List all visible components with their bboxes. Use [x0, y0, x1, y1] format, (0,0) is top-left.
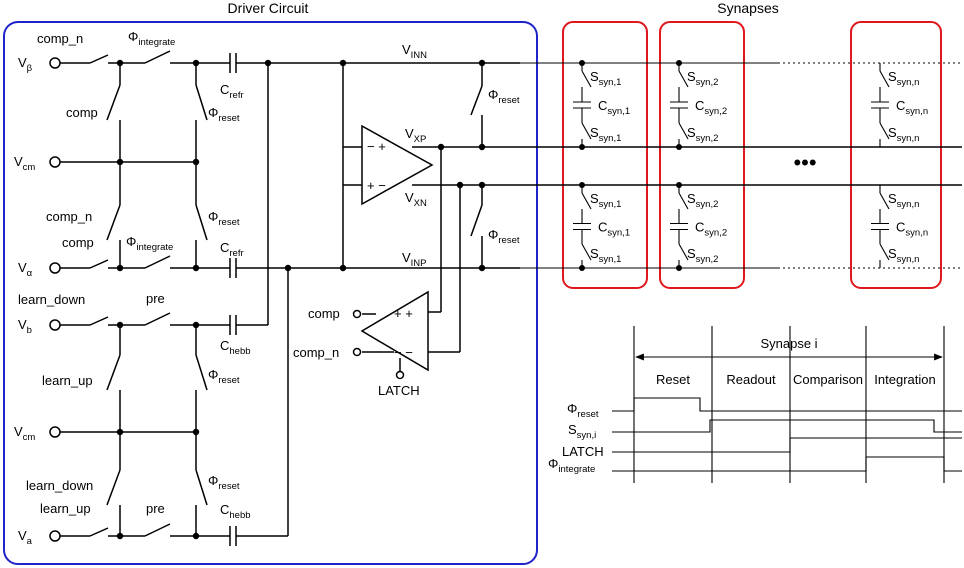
signal-latch-label: LATCH	[562, 444, 604, 459]
chebb-label-2: Chebb	[220, 502, 251, 521]
synapse-switch-label-upper-bottom: Ssyn,1	[590, 125, 621, 144]
integrator-amplifier	[339, 59, 962, 272]
pre-switch-label-1: pre	[146, 291, 165, 306]
phase-comparison: Comparison	[793, 372, 863, 387]
signal-s-syn-label: Ssyn,i	[568, 422, 596, 441]
vinn-label: VINN	[402, 42, 427, 61]
synapse-switch-label-lower-bottom: Ssyn,2	[687, 246, 718, 265]
learn-up-switch-label-1: learn_up	[42, 373, 93, 388]
latch-comparator	[352, 147, 461, 380]
crefr-label-2: Crefr	[220, 240, 244, 259]
vxn-label: VXN	[405, 190, 427, 209]
comp-switch-label-lower: comp	[62, 235, 94, 250]
vcm-label-1: Vcm	[14, 154, 35, 173]
synapse-cap-label-lower: Csyn,2	[695, 220, 727, 239]
signal-phi-integrate-label: Φintegrate	[548, 456, 595, 475]
chebb-label-1: Chebb	[220, 338, 251, 357]
synapse-box-1	[562, 21, 648, 289]
synapse-switch-label-upper-top: Ssyn,2	[687, 69, 718, 88]
synapse-switch-label-lower-top: Ssyn,n	[888, 191, 919, 210]
synapse-switch-label-lower-top: Ssyn,1	[590, 191, 621, 210]
phi-reset-switch-label-3: Φreset	[208, 367, 240, 386]
phi-reset-switch-label-2: Φreset	[208, 209, 240, 228]
phi-reset-switch-label-1: Φreset	[208, 105, 240, 124]
synapse-cap-label-lower: Csyn,1	[598, 220, 630, 239]
synapse-switch-label-lower-top: Ssyn,2	[687, 191, 718, 210]
driver-input-ladder	[49, 50, 520, 546]
learn-down-switch-label-2: learn_down	[26, 478, 93, 493]
driver-circuit-title: Driver Circuit	[228, 0, 309, 16]
amp-signs-bottom: + −	[367, 178, 386, 193]
synapse-cap-label-upper: Csyn,1	[598, 98, 630, 117]
latch-comp-input-label: comp	[308, 306, 340, 321]
valpha-terminal	[49, 262, 61, 274]
synapse-switch-label-upper-bottom: Ssyn,n	[888, 125, 919, 144]
vbeta-terminal	[49, 57, 61, 69]
phase-readout: Readout	[726, 372, 776, 387]
va-terminal	[49, 530, 61, 542]
synapse-box-2	[659, 21, 745, 289]
latch-signs-top: + +	[394, 306, 413, 321]
vb-label: Vb	[18, 317, 32, 336]
phi-reset-switch-label-4: Φreset	[208, 473, 240, 492]
timing-title: Synapse i	[760, 336, 817, 351]
vb-terminal	[49, 319, 61, 331]
vxp-label: VXP	[405, 126, 426, 145]
synapse-switch-label-upper-top: Ssyn,n	[888, 69, 919, 88]
synapse-cap-label-upper: Csyn,n	[896, 98, 928, 117]
driver-circuit-box	[3, 21, 538, 565]
latch-comp-n-input-label: comp_n	[293, 345, 339, 360]
synapses-title: Synapses	[717, 0, 778, 16]
synapse-ellipsis: •••	[793, 150, 816, 175]
vcm-label-2: Vcm	[14, 424, 35, 443]
phi-integrate-switch-label-lower: Φintegrate	[126, 234, 173, 253]
vcm-terminal-1	[49, 156, 61, 168]
vcm-terminal-2	[49, 426, 61, 438]
synapse-switch-label-upper-bottom: Ssyn,2	[687, 125, 718, 144]
pre-switch-label-2: pre	[146, 501, 165, 516]
phi-reset-switch-label-inn: Φreset	[488, 87, 520, 106]
amp-signs-top: − +	[367, 139, 386, 154]
comp-n-switch-label-top: comp_n	[37, 31, 83, 46]
learn-up-switch-label-2: learn_up	[40, 501, 91, 516]
comp-switch-label: comp	[66, 105, 98, 120]
vinp-label: VINP	[402, 250, 427, 269]
synapse-switch-label-lower-bottom: Ssyn,1	[590, 246, 621, 265]
phase-reset: Reset	[656, 372, 690, 387]
timing-diagram	[612, 326, 962, 483]
latch-enable-label: LATCH	[378, 383, 420, 398]
synapse-cap-label-lower: Csyn,n	[896, 220, 928, 239]
comp-n-switch-label-mid: comp_n	[46, 209, 92, 224]
valpha-label: Vα	[18, 260, 33, 279]
crefr-label-1: Crefr	[220, 82, 244, 101]
vbeta-label: Vβ	[18, 55, 33, 74]
synapse-cap-label-upper: Csyn,2	[695, 98, 727, 117]
signal-phi-reset-label: Φreset	[567, 401, 599, 420]
phase-integration: Integration	[874, 372, 935, 387]
synapse-wiring	[520, 62, 962, 269]
phi-reset-switch-label-inp: Φreset	[488, 227, 520, 246]
latch-signs-bottom: − −	[394, 345, 413, 360]
learn-down-switch-label-1: learn_down	[18, 292, 85, 307]
synapse-box-n	[850, 21, 942, 289]
phi-integrate-switch-label-top: Φintegrate	[128, 29, 175, 48]
synapse-switch-label-upper-top: Ssyn,1	[590, 69, 621, 88]
synapse-switch-label-lower-bottom: Ssyn,n	[888, 246, 919, 265]
va-label: Va	[18, 528, 33, 547]
